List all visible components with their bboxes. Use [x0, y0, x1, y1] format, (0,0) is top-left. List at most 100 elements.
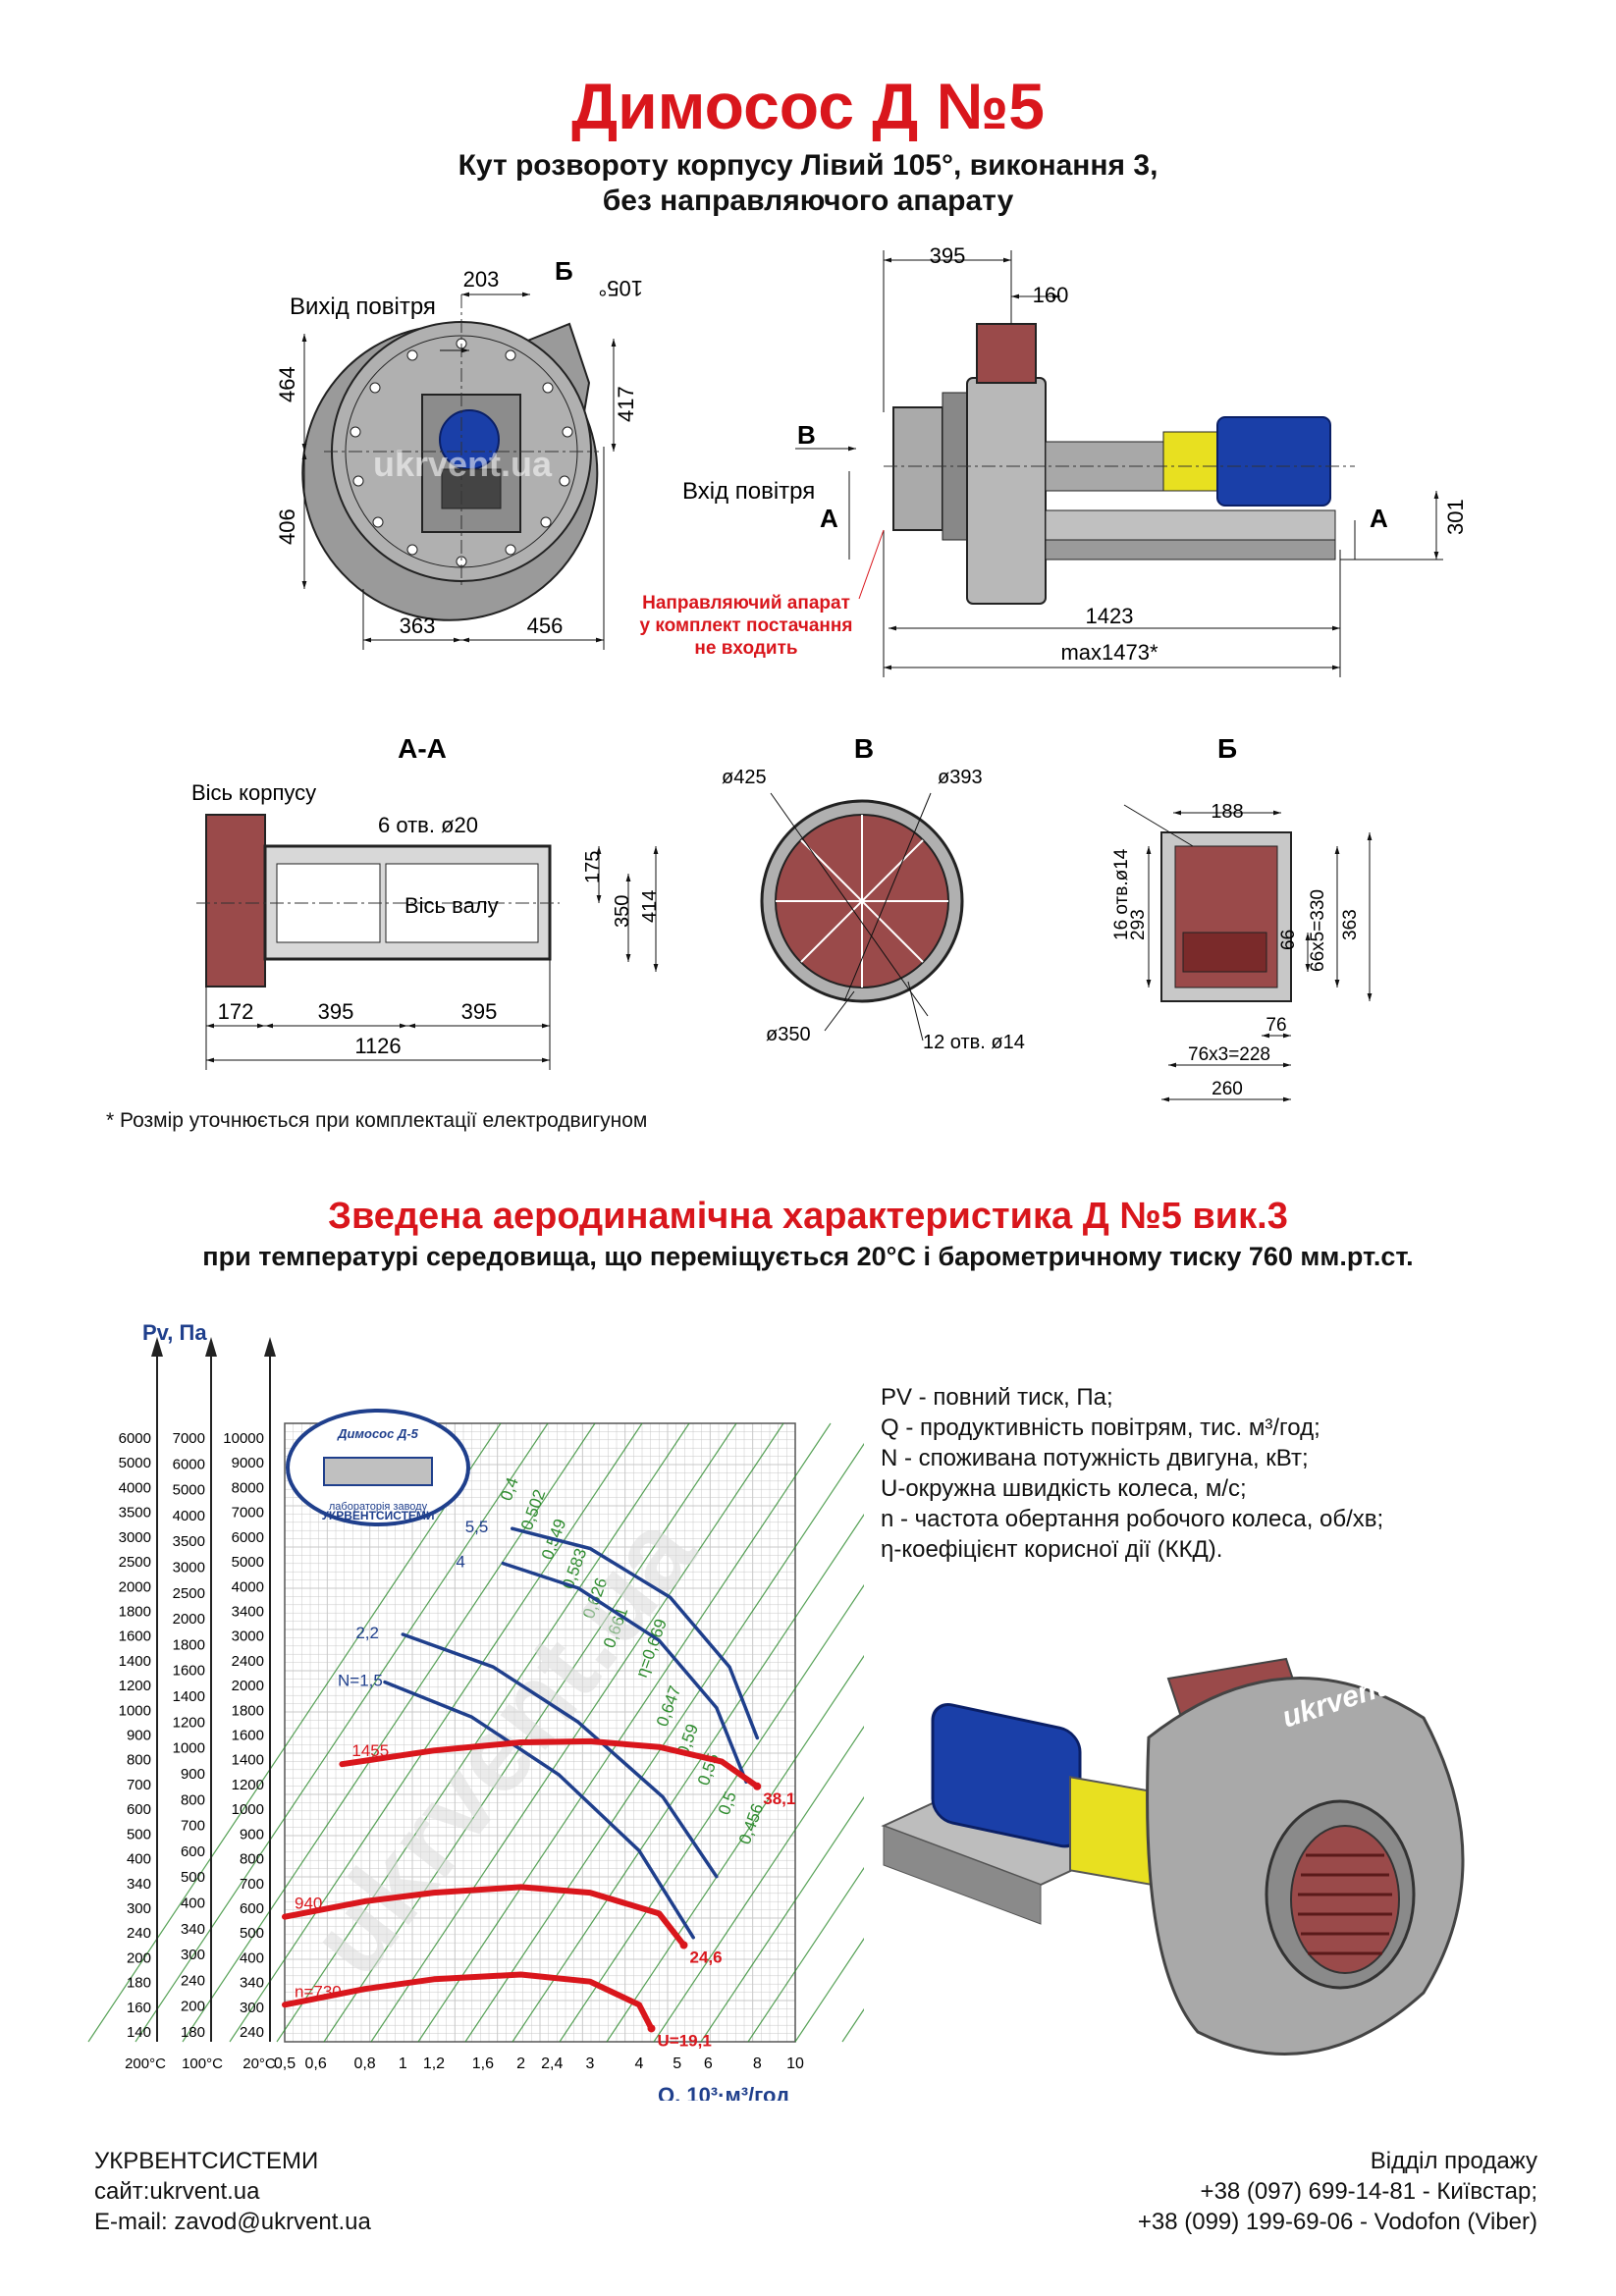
y-tick-label: 1400 [119, 1653, 151, 1670]
section-v-title: В [854, 733, 874, 764]
section-aa: А-А Вісь корпусу 6 отв. ø20 Вісь валу 17… [191, 733, 661, 1070]
page-title: Димосос Д №5 [571, 70, 1045, 142]
y-tick-label: 700 [181, 1818, 205, 1835]
guide-note-line1: Направляючий апарат [642, 593, 850, 614]
chart-logo-line1: Димосос Д-5 [337, 1426, 419, 1441]
efficiency-ray [747, 1866, 864, 2043]
inlet-label: Вхід повітря [682, 478, 815, 505]
y-tick-label: 6000 [232, 1529, 264, 1546]
efficiency-ray [794, 1937, 864, 2043]
y-tick-label: 1600 [119, 1629, 151, 1645]
page-subtitle-line2: без направляючого апарату [602, 185, 1014, 217]
outlet-label: Вихід повітря [290, 294, 436, 320]
dim-260: 260 [1212, 1079, 1243, 1099]
footer-site[interactable]: сайт:ukrvent.ua [94, 2178, 260, 2205]
y-axis-title: Pv, Па [142, 1320, 207, 1345]
footer-email[interactable]: E-mail: zavod@ukrvent.ua [94, 2209, 371, 2235]
dim-16-holes-14: 16 отв.ø14 [1111, 848, 1132, 940]
efficiency-label: 0,4 [497, 1475, 522, 1504]
y-tick-label: 300 [181, 1947, 205, 1963]
y-tick-label: 4000 [173, 1508, 205, 1524]
efficiency-ray [653, 1725, 864, 2043]
dim-d350: ø350 [766, 1024, 811, 1045]
footer-phone-vodafone[interactable]: +38 (099) 199-69-06 - Vodofon (Viber) [1137, 2209, 1537, 2235]
y-tick-label: 200 [181, 1999, 205, 2015]
temp-label: 200°С [125, 2056, 166, 2072]
temp-label: 100°С [182, 2056, 223, 2072]
dim-172: 172 [218, 999, 254, 1024]
power-curve [383, 1680, 695, 1940]
y-axis-arrow [264, 1337, 276, 1357]
speed-curve [339, 1737, 761, 1789]
legend-u: U-окружна швидкість колеса, м/с; [881, 1475, 1247, 1502]
dim-395-side: 395 [930, 243, 966, 268]
y-tick-label: 1200 [173, 1714, 205, 1731]
x-tick-label: 4 [634, 2056, 643, 2072]
efficiency-label: 0,456 [735, 1801, 767, 1846]
y-tick-label: 900 [181, 1766, 205, 1783]
x-tick-label: 1,6 [472, 2056, 494, 2072]
x-tick-label: 10 [786, 2056, 804, 2072]
y-tick-label: 400 [240, 1949, 264, 1966]
y-tick-label: 2000 [119, 1578, 151, 1595]
footer-phone-kyivstar[interactable]: +38 (097) 699-14-81 - Київстар; [1200, 2178, 1537, 2205]
y-tick-label: 6000 [119, 1430, 151, 1447]
front-view: Вихід повітря 203 Б 105° 464 417 406 363… [275, 256, 643, 650]
dim-417: 417 [614, 386, 638, 422]
dim-160: 160 [1033, 283, 1069, 307]
y-tick-label: 3500 [173, 1533, 205, 1550]
speed-label: n=730 [295, 1982, 342, 2001]
y-axis-arrow [151, 1337, 163, 1357]
x-tick-label: 2,4 [541, 2056, 563, 2072]
y-tick-label: 5000 [119, 1455, 151, 1471]
x-tick-label: 0,5 [274, 2056, 296, 2072]
legend-rpm: n - частота обертання робочого колеса, о… [881, 1506, 1384, 1532]
efficiency-ray [229, 1422, 643, 2043]
footer-sales-title: Відділ продажу [1370, 2148, 1537, 2174]
efficiency-ray [417, 1422, 832, 2043]
y-tick-label: 6000 [173, 1456, 205, 1472]
y-tick-label: 800 [181, 1791, 205, 1808]
power-label: 5,5 [465, 1518, 489, 1536]
chart-section-title: Зведена аеродинамічна характеристика Д №… [328, 1196, 1288, 1237]
dim-max1473: max1473* [1060, 640, 1158, 665]
efficiency-ray [370, 1422, 784, 2043]
dim-464: 464 [275, 366, 299, 402]
y-tick-label: 4000 [232, 1578, 264, 1595]
y-tick-label: 900 [240, 1826, 264, 1842]
section-mark-v: В [797, 420, 816, 450]
section-aa-title: А-А [398, 733, 447, 764]
dim-456: 456 [527, 614, 564, 638]
power-label: 2,2 [355, 1624, 379, 1642]
x-tick-label: 5 [673, 2056, 681, 2072]
dim-105deg: 105° [598, 276, 643, 300]
speed-end-label: U=19,1 [658, 2031, 712, 2050]
y-tick-label: 5000 [232, 1554, 264, 1571]
dim-d425: ø425 [722, 767, 767, 788]
fan-render-illustration: ukrvent.ua [881, 1657, 1465, 2056]
y-tick-label: 5000 [173, 1482, 205, 1499]
chart-logo-line2: лабораторія заводу [329, 1501, 428, 1513]
power-curve [501, 1561, 748, 1785]
efficiency-label: 0,502 [517, 1487, 549, 1532]
guide-note-line3: не входить [694, 638, 797, 659]
speed-end-label: 24,6 [689, 1948, 722, 1966]
speed-endpoint [753, 1782, 762, 1790]
y-tick-label: 1800 [173, 1636, 205, 1653]
label-housing-axis: Вісь корпусу [191, 780, 316, 805]
y-tick-label: 1400 [173, 1688, 205, 1705]
y-tick-label: 2500 [173, 1585, 205, 1602]
x-tick-label: 1,2 [423, 2056, 445, 2072]
efficiency-ray [464, 1442, 864, 2043]
y-tick-label: 240 [240, 2024, 264, 2041]
efficiency-ray [512, 1513, 864, 2043]
y-tick-label: 200 [127, 1949, 151, 1966]
y-tick-label: 600 [127, 1801, 151, 1818]
efficiency-ray [182, 1422, 596, 2043]
dim-363: 363 [400, 614, 436, 638]
y-tick-label: 300 [127, 1900, 151, 1917]
y-tick-label: 3000 [232, 1629, 264, 1645]
section-v: В ø425 ø393 ø350 12 отв. ø14 [722, 733, 1025, 1053]
footer-right: Відділ продажу +38 (097) 699-14-81 - Киї… [1138, 2146, 1537, 2237]
section-b: Б 188 16 отв.ø14 293 66 66x5=330 363 76 … [1111, 733, 1373, 1102]
